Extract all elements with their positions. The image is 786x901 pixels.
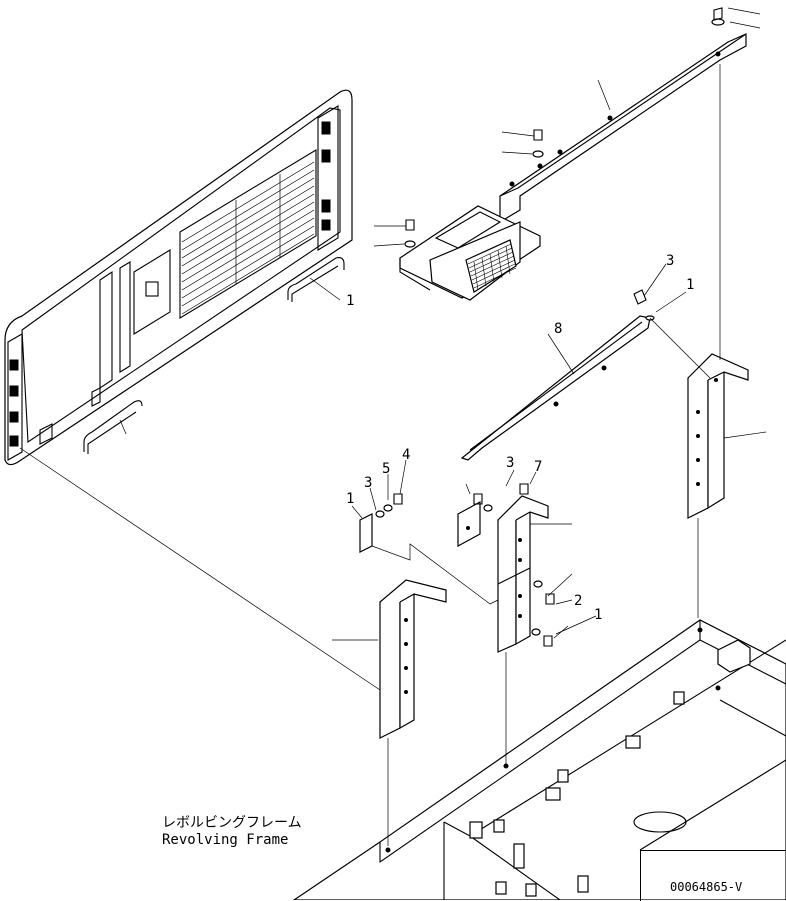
- callout-mid-3: 3: [506, 455, 515, 471]
- revolving-frame: [292, 619, 786, 900]
- revolving-frame-caption: レボルビングフレーム Revolving Frame: [162, 815, 302, 849]
- louver-grille: [179, 149, 317, 319]
- post-right: [687, 353, 749, 519]
- post-middle: [457, 495, 549, 653]
- callout-low-2: 2: [574, 593, 583, 609]
- post-left: [359, 493, 447, 739]
- grille-bracket: [399, 205, 541, 301]
- bolt-set-top: [404, 129, 544, 248]
- callout-bar: 8: [554, 321, 563, 337]
- document-id: 00064865-V: [670, 880, 743, 894]
- support-bar: [460, 289, 655, 461]
- callout-small-5: 5: [382, 461, 391, 477]
- callout-mid-7: 7: [534, 459, 543, 475]
- callout-small-4: 4: [402, 447, 411, 463]
- door-handle-lower: [83, 400, 143, 454]
- caption-japanese: レボルビングフレーム: [162, 815, 302, 831]
- caption-english: Revolving Frame: [162, 832, 289, 848]
- bolt-set-lower: [473, 483, 555, 647]
- callout-low-1: 1: [594, 607, 603, 623]
- callout-small-1: 1: [346, 491, 355, 507]
- mesh-screen: [465, 239, 517, 293]
- door-handle-upper: [287, 257, 345, 302]
- callout-washer-a: 1: [686, 277, 695, 293]
- callout-small-3: 3: [364, 475, 373, 491]
- callout-bolt-a: 3: [666, 253, 675, 269]
- callout-top-grille: 1: [346, 293, 355, 309]
- door-panel: [4, 89, 353, 466]
- document-id-box: [640, 850, 786, 901]
- assembly-lines: [19, 7, 767, 846]
- top-rail: [499, 7, 747, 224]
